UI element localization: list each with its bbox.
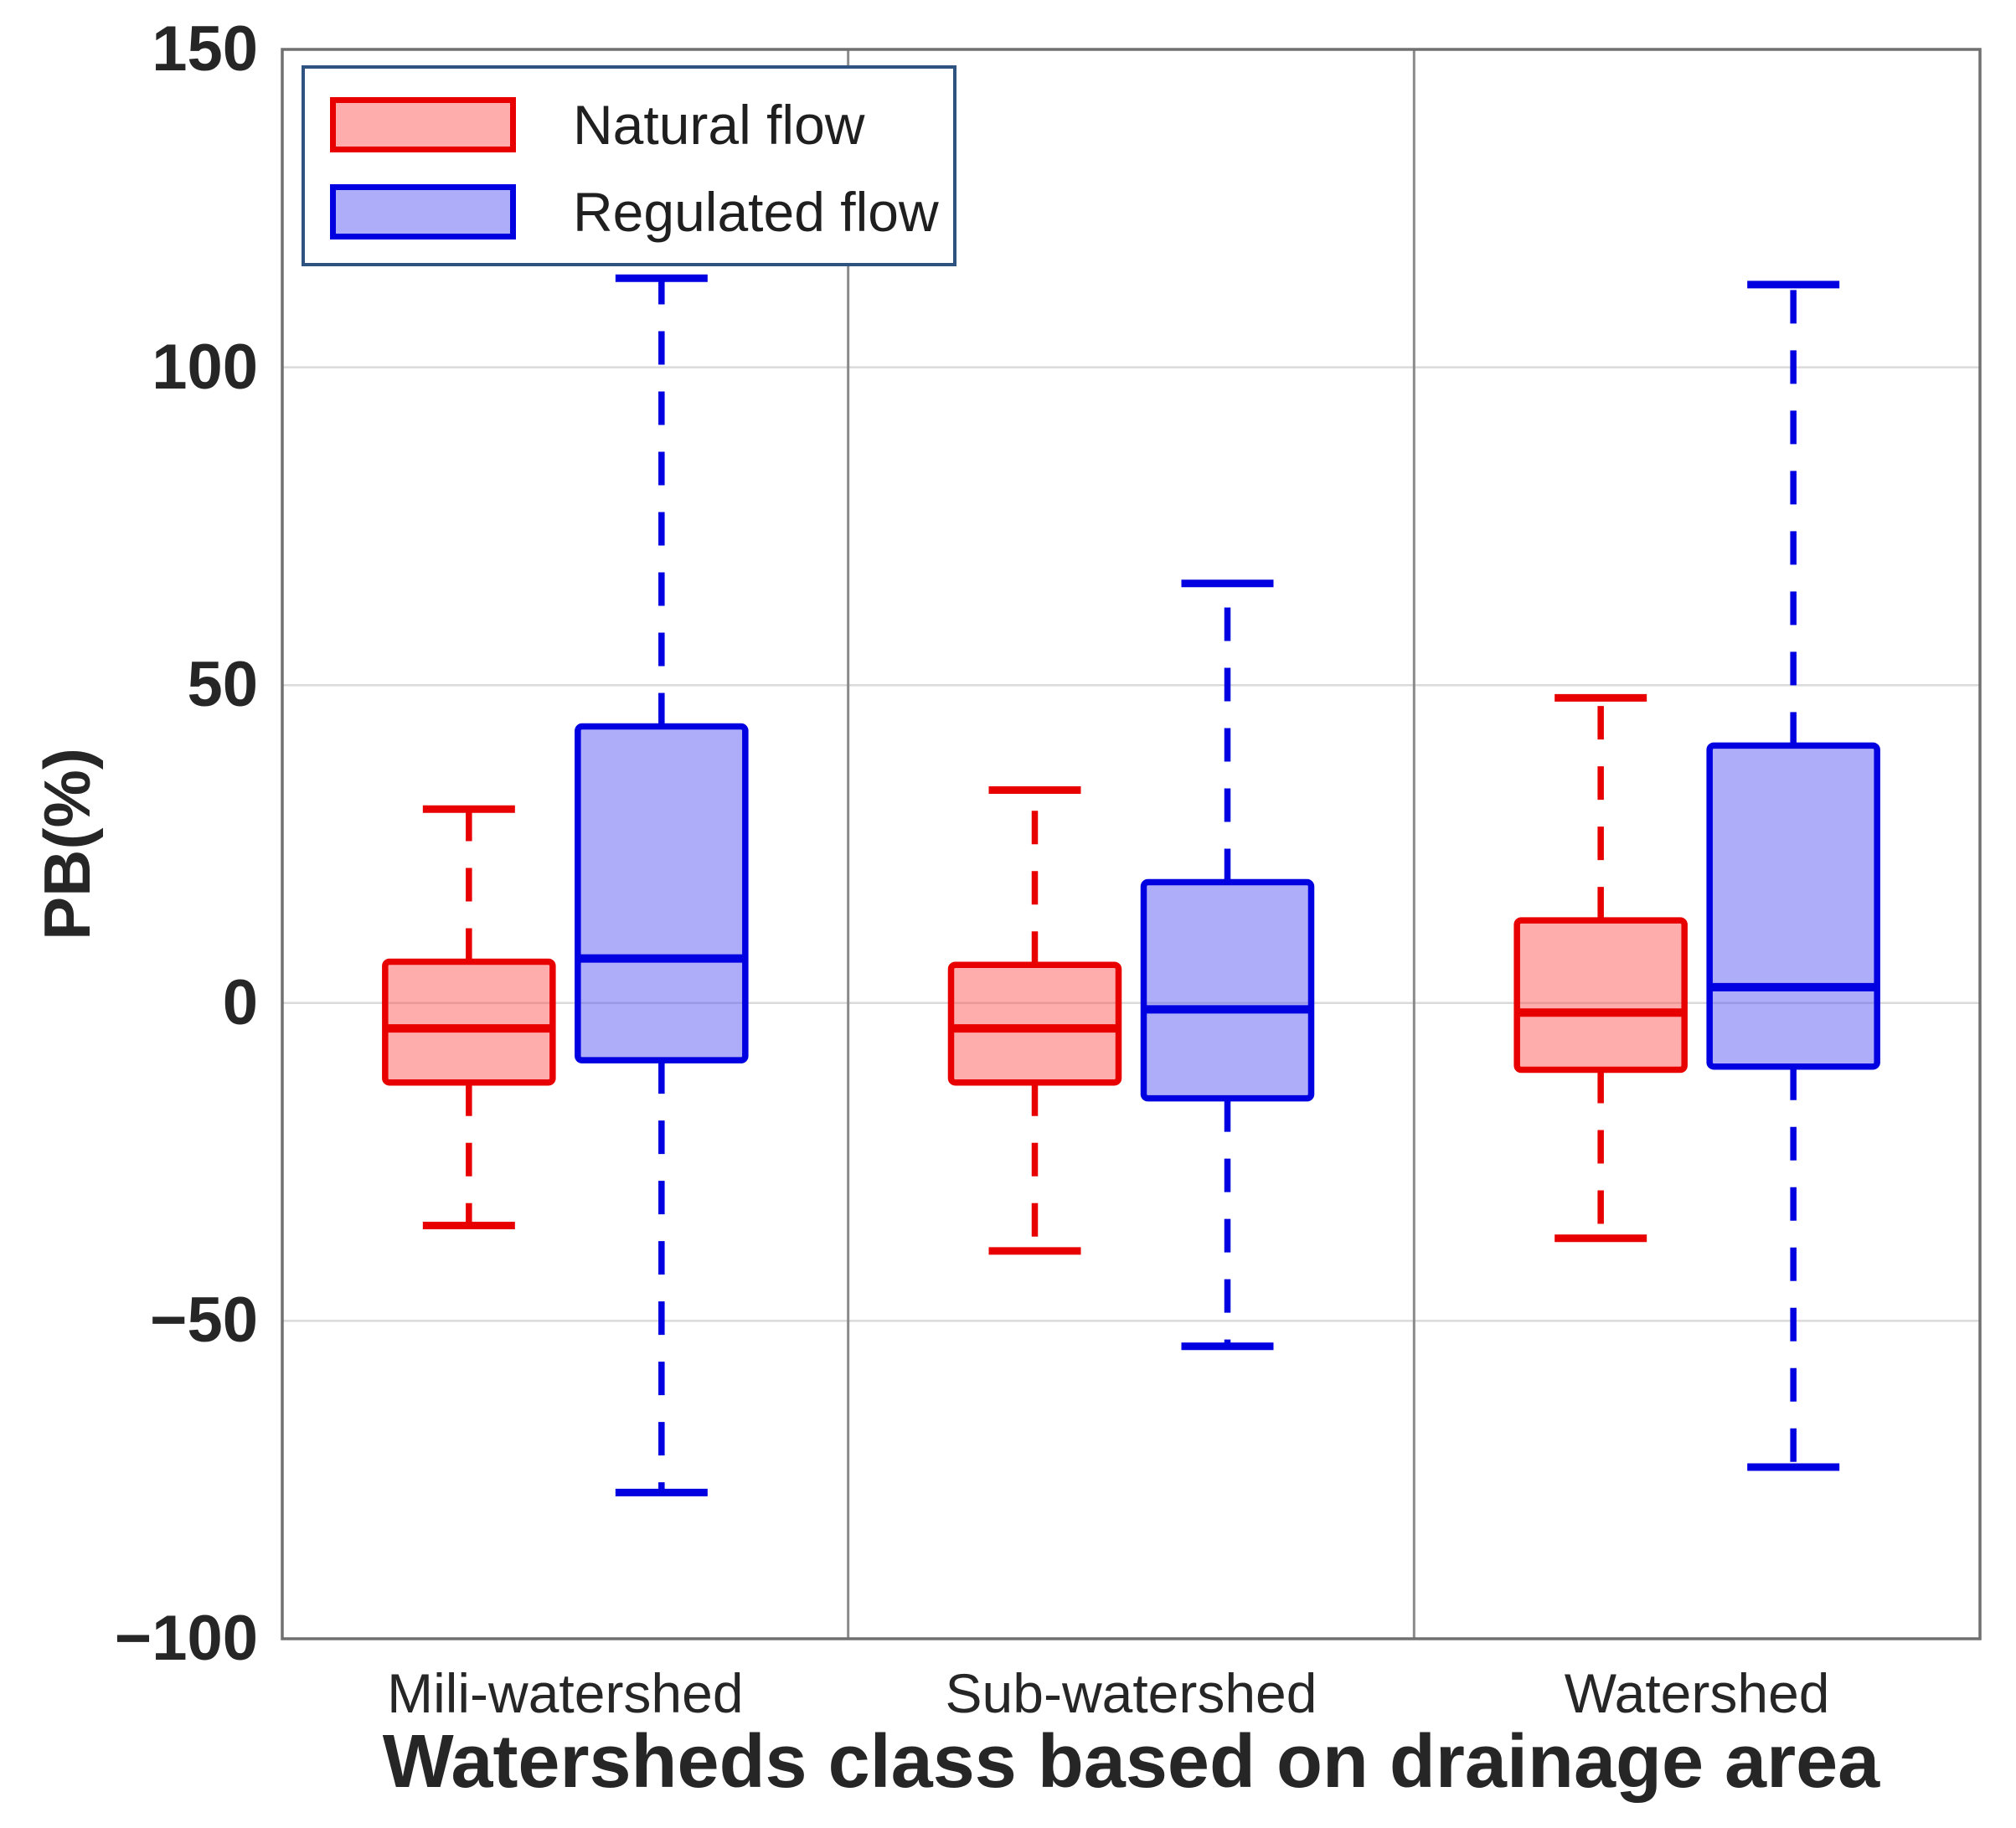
box-regulated-flow-watershed: [1706, 742, 1880, 1070]
legend-box: Natural flow Regulated flow: [302, 65, 956, 266]
y-tick--100: −100: [114, 1603, 258, 1674]
y-tick-0: 0: [222, 966, 258, 1038]
legend-label: Natural flow: [573, 94, 865, 156]
legend-label: Regulated flow: [573, 181, 939, 243]
y-tick-100: 100: [152, 331, 258, 403]
x-axis-title: Watersheds class based on drainage area: [382, 1720, 1880, 1804]
plot-frame: [281, 48, 1982, 1640]
box-regulated-flow-mili-watershed: [575, 723, 749, 1063]
box-natural-flow-sub-watershed: [947, 961, 1122, 1086]
x-tick-watershed: Watershed: [1564, 1662, 1830, 1724]
y-tick-150: 150: [152, 13, 258, 85]
box-natural-flow-mili-watershed: [382, 958, 556, 1086]
box-natural-flow-watershed: [1513, 917, 1688, 1074]
y-tick--50: −50: [150, 1285, 258, 1357]
box-regulated-flow-sub-watershed: [1140, 878, 1315, 1102]
x-tick-sub-watershed: Sub-watershed: [945, 1662, 1317, 1724]
y-tick-50: 50: [187, 649, 258, 721]
x-tick-mili-watershed: Mili-watershed: [387, 1662, 744, 1724]
regulated-flow-swatch: [330, 184, 516, 239]
natural-flow-swatch: [330, 97, 516, 152]
